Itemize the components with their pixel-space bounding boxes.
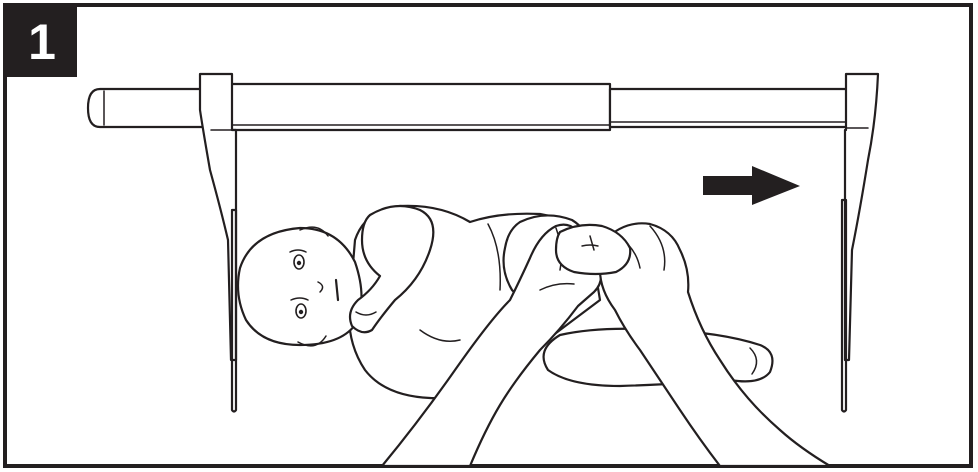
step-number-badge: 1: [7, 7, 77, 77]
arrow-right-icon: [703, 166, 800, 205]
